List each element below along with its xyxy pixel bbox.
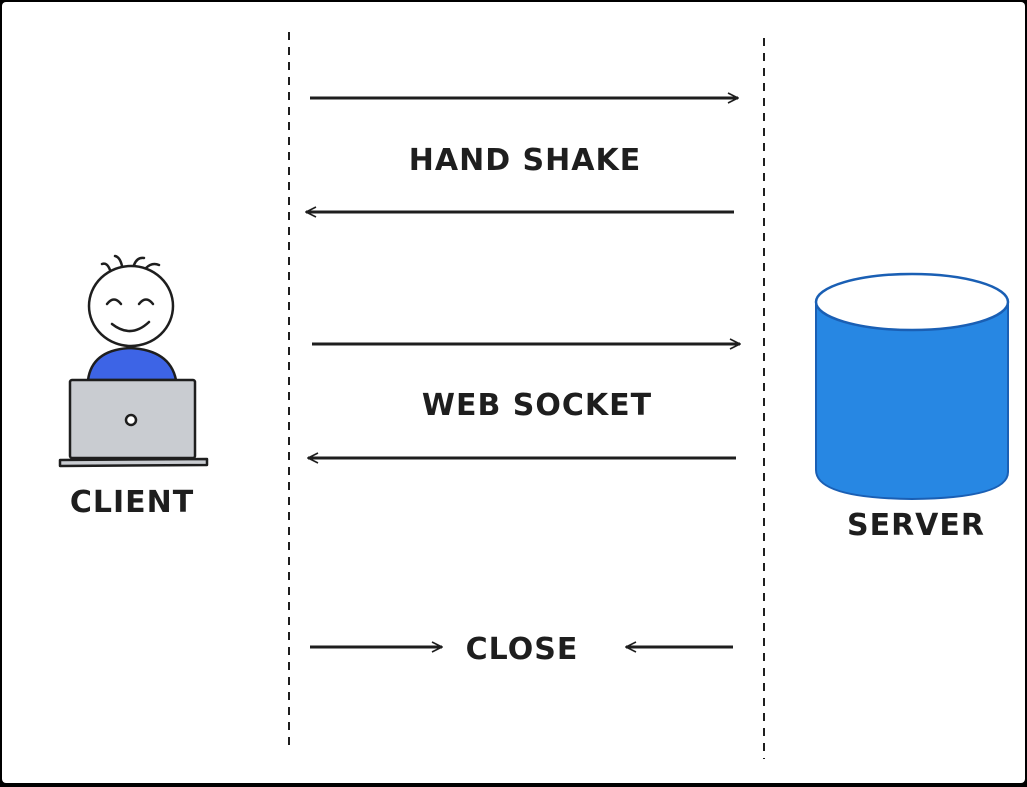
client-shirt [86, 346, 178, 382]
close-label: CLOSE [466, 632, 579, 667]
client-label: CLIENT [70, 485, 194, 520]
server-label: SERVER [847, 508, 985, 543]
handshake-label: HAND SHAKE [409, 143, 641, 178]
server-body [815, 301, 1009, 501]
database-cylinder-icon [814, 272, 1010, 501]
client-laptop-base [58, 457, 209, 468]
server-top [814, 272, 1010, 332]
person-with-laptop-icon [58, 254, 209, 468]
websocket-label: WEB SOCKET [422, 388, 652, 423]
client-head [87, 264, 175, 348]
